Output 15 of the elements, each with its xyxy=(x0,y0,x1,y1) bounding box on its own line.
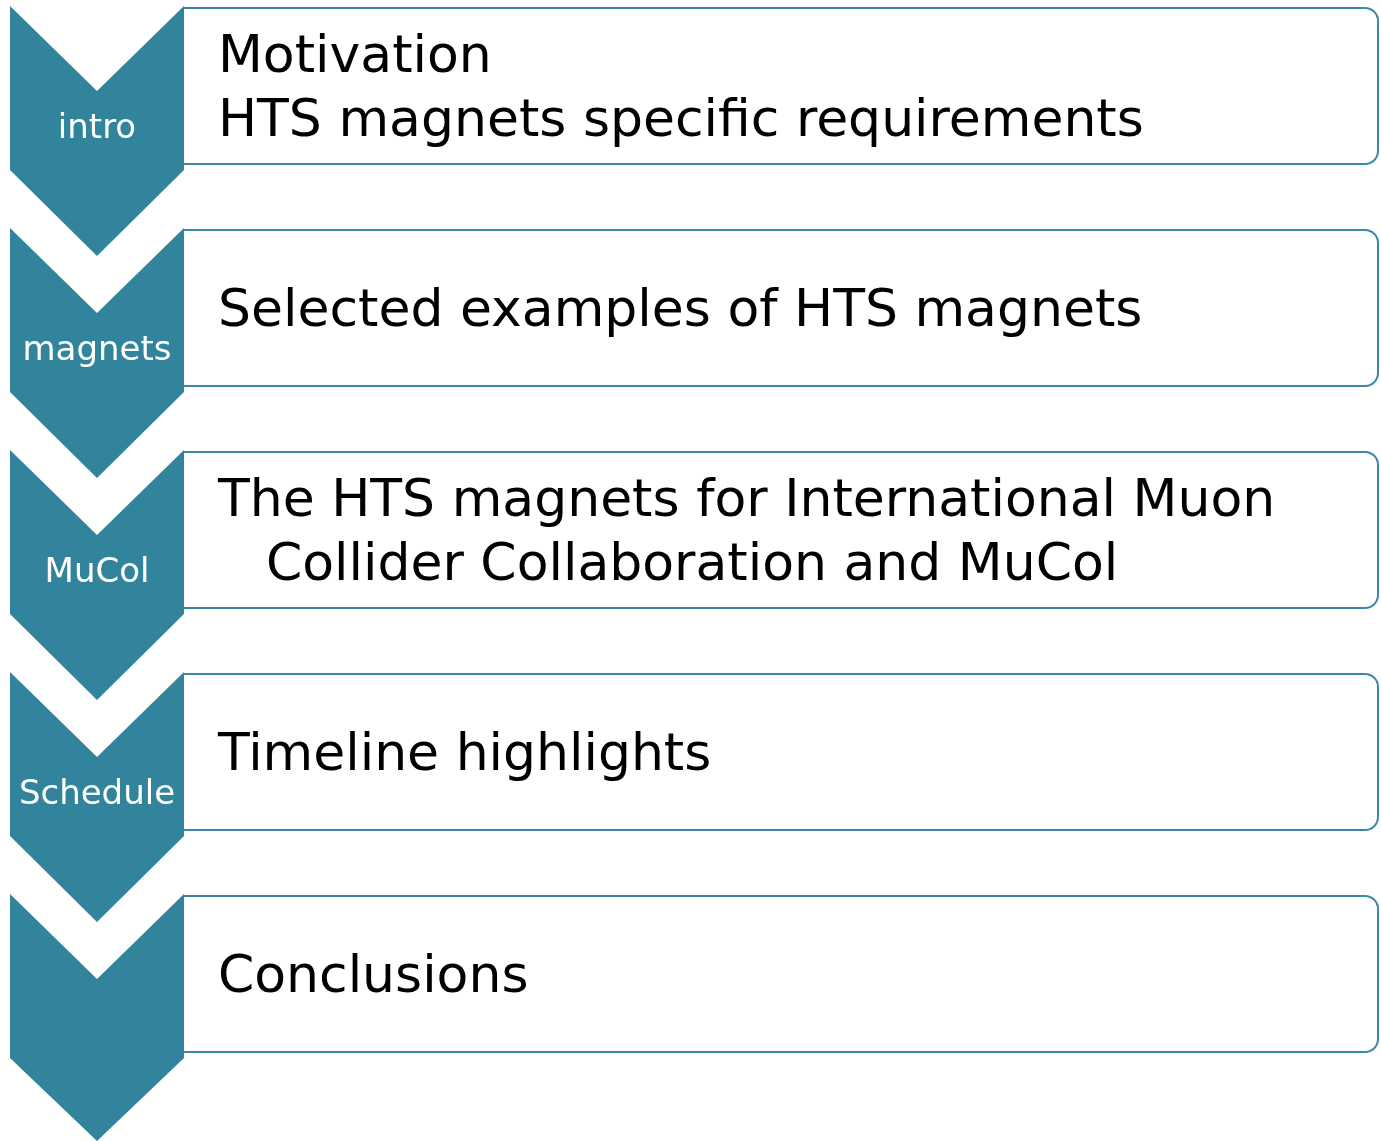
topic-text: Selected examples of HTS magnets xyxy=(218,277,1144,340)
content-box xyxy=(184,895,1379,1053)
content-box xyxy=(184,673,1379,831)
topic-text: Conclusions xyxy=(218,943,530,1006)
content-box xyxy=(184,451,1379,609)
step-label: MuCol xyxy=(43,550,151,590)
step-label: Schedule xyxy=(17,772,177,812)
content-box xyxy=(184,7,1379,165)
topic-text: HTS magnets specific requirements xyxy=(218,87,1145,150)
step-label: intro xyxy=(56,106,138,146)
topic-text: The HTS magnets for International Muon Collider Collaboration and MuCol xyxy=(218,467,1277,594)
topic-text: Timeline highlights xyxy=(218,721,713,784)
step-label: magnets xyxy=(21,328,173,368)
content-box xyxy=(184,229,1379,387)
topic-text: Motivation xyxy=(218,23,493,86)
